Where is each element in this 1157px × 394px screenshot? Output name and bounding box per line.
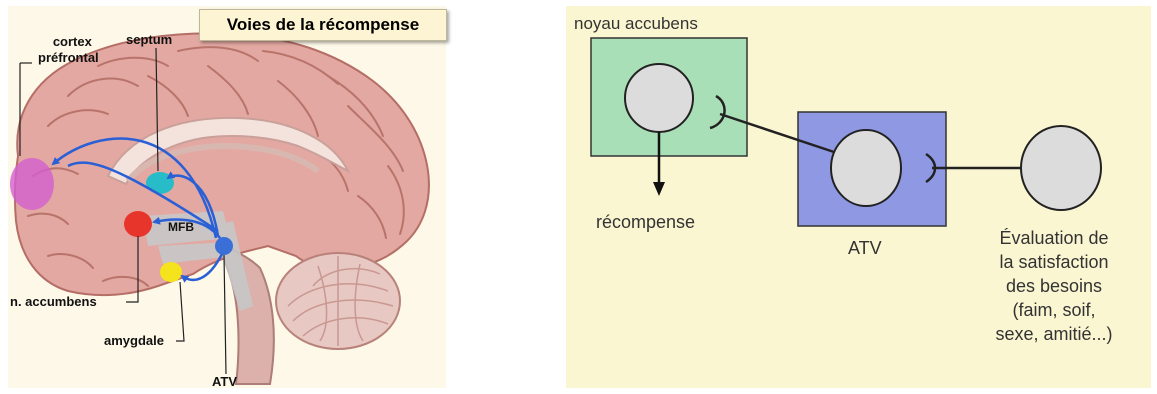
n-accumbens-label: n. accumbens (10, 294, 97, 309)
atv-marker (215, 237, 233, 255)
amygdale-marker (160, 262, 182, 282)
septum-marker (146, 172, 174, 194)
evaluation-line-3: des besoins (954, 274, 1154, 298)
reward-circuit-diagram: noyau accubens récompense ATV Évaluation… (566, 6, 1151, 388)
n-accumbens-marker (124, 211, 152, 237)
atv-label: ATV (212, 374, 237, 389)
prefrontal-cortex-marker (10, 158, 54, 210)
evaluation-line-1: Évaluation de (954, 226, 1154, 250)
septum-label: septum (126, 32, 172, 47)
amygdale-label: amygdale (104, 333, 164, 348)
atv-label-diagram: ATV (848, 238, 882, 259)
cerebellum (276, 253, 400, 349)
evaluation-line-5: sexe, amitié...) (954, 322, 1154, 346)
cortex-label-line1: cortex (46, 34, 99, 50)
recompense-label: récompense (596, 212, 695, 233)
figure-title: Voies de la récompense (199, 9, 447, 41)
evaluation-neuron (1021, 126, 1101, 210)
mfb-label: MFB (168, 220, 194, 234)
cortex-label: cortex préfrontal (46, 34, 99, 66)
atv-neuron (831, 130, 901, 206)
evaluation-line-2: la satisfaction (954, 250, 1154, 274)
noyau-neuron (625, 64, 693, 132)
noyau-accubens-label: noyau accubens (574, 14, 698, 34)
evaluation-line-4: (faim, soif, (954, 298, 1154, 322)
evaluation-label: Évaluation de la satisfaction des besoin… (954, 226, 1154, 346)
brain-reward-pathways-figure: cortex préfrontal septum MFB n. accumben… (8, 6, 446, 388)
cortex-label-line2: préfrontal (38, 50, 99, 66)
